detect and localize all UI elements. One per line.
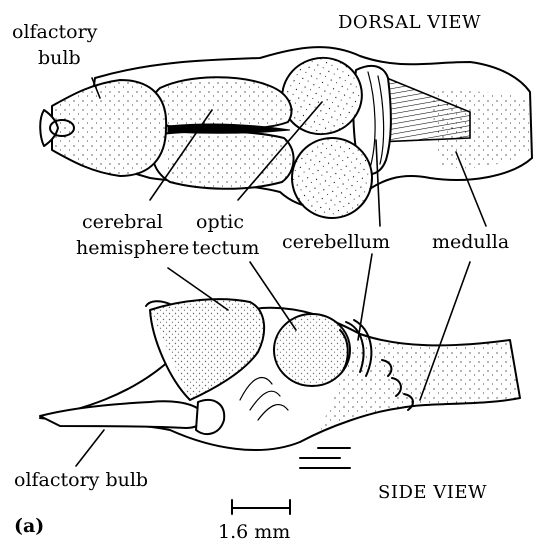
olfactory-bulb-side bbox=[40, 401, 202, 428]
panel-label: (a) bbox=[14, 515, 44, 537]
label-cerebellum: cerebellum bbox=[282, 231, 390, 253]
label-cerebral-hemisphere-2: hemisphere bbox=[76, 237, 189, 259]
label-olfactory-bulb-bottom: olfactory bulb bbox=[14, 469, 148, 491]
label-olfactory-bulb-top-2: bulb bbox=[38, 47, 81, 69]
dorsal-view-drawing bbox=[40, 47, 532, 224]
label-cerebral-hemisphere-1: cerebral bbox=[82, 211, 163, 233]
dorsal-view-title: DORSAL VIEW bbox=[338, 12, 481, 33]
scale-bar-label: 1.6 mm bbox=[218, 521, 290, 543]
label-optic-tectum-2: tectum bbox=[192, 237, 259, 259]
side-view-title: SIDE VIEW bbox=[378, 482, 487, 503]
scale-bar bbox=[232, 500, 290, 514]
label-olfactory-bulb-top-1: olfactory bbox=[12, 21, 98, 43]
label-optic-tectum-1: optic bbox=[196, 211, 244, 233]
label-medulla: medulla bbox=[432, 231, 509, 253]
